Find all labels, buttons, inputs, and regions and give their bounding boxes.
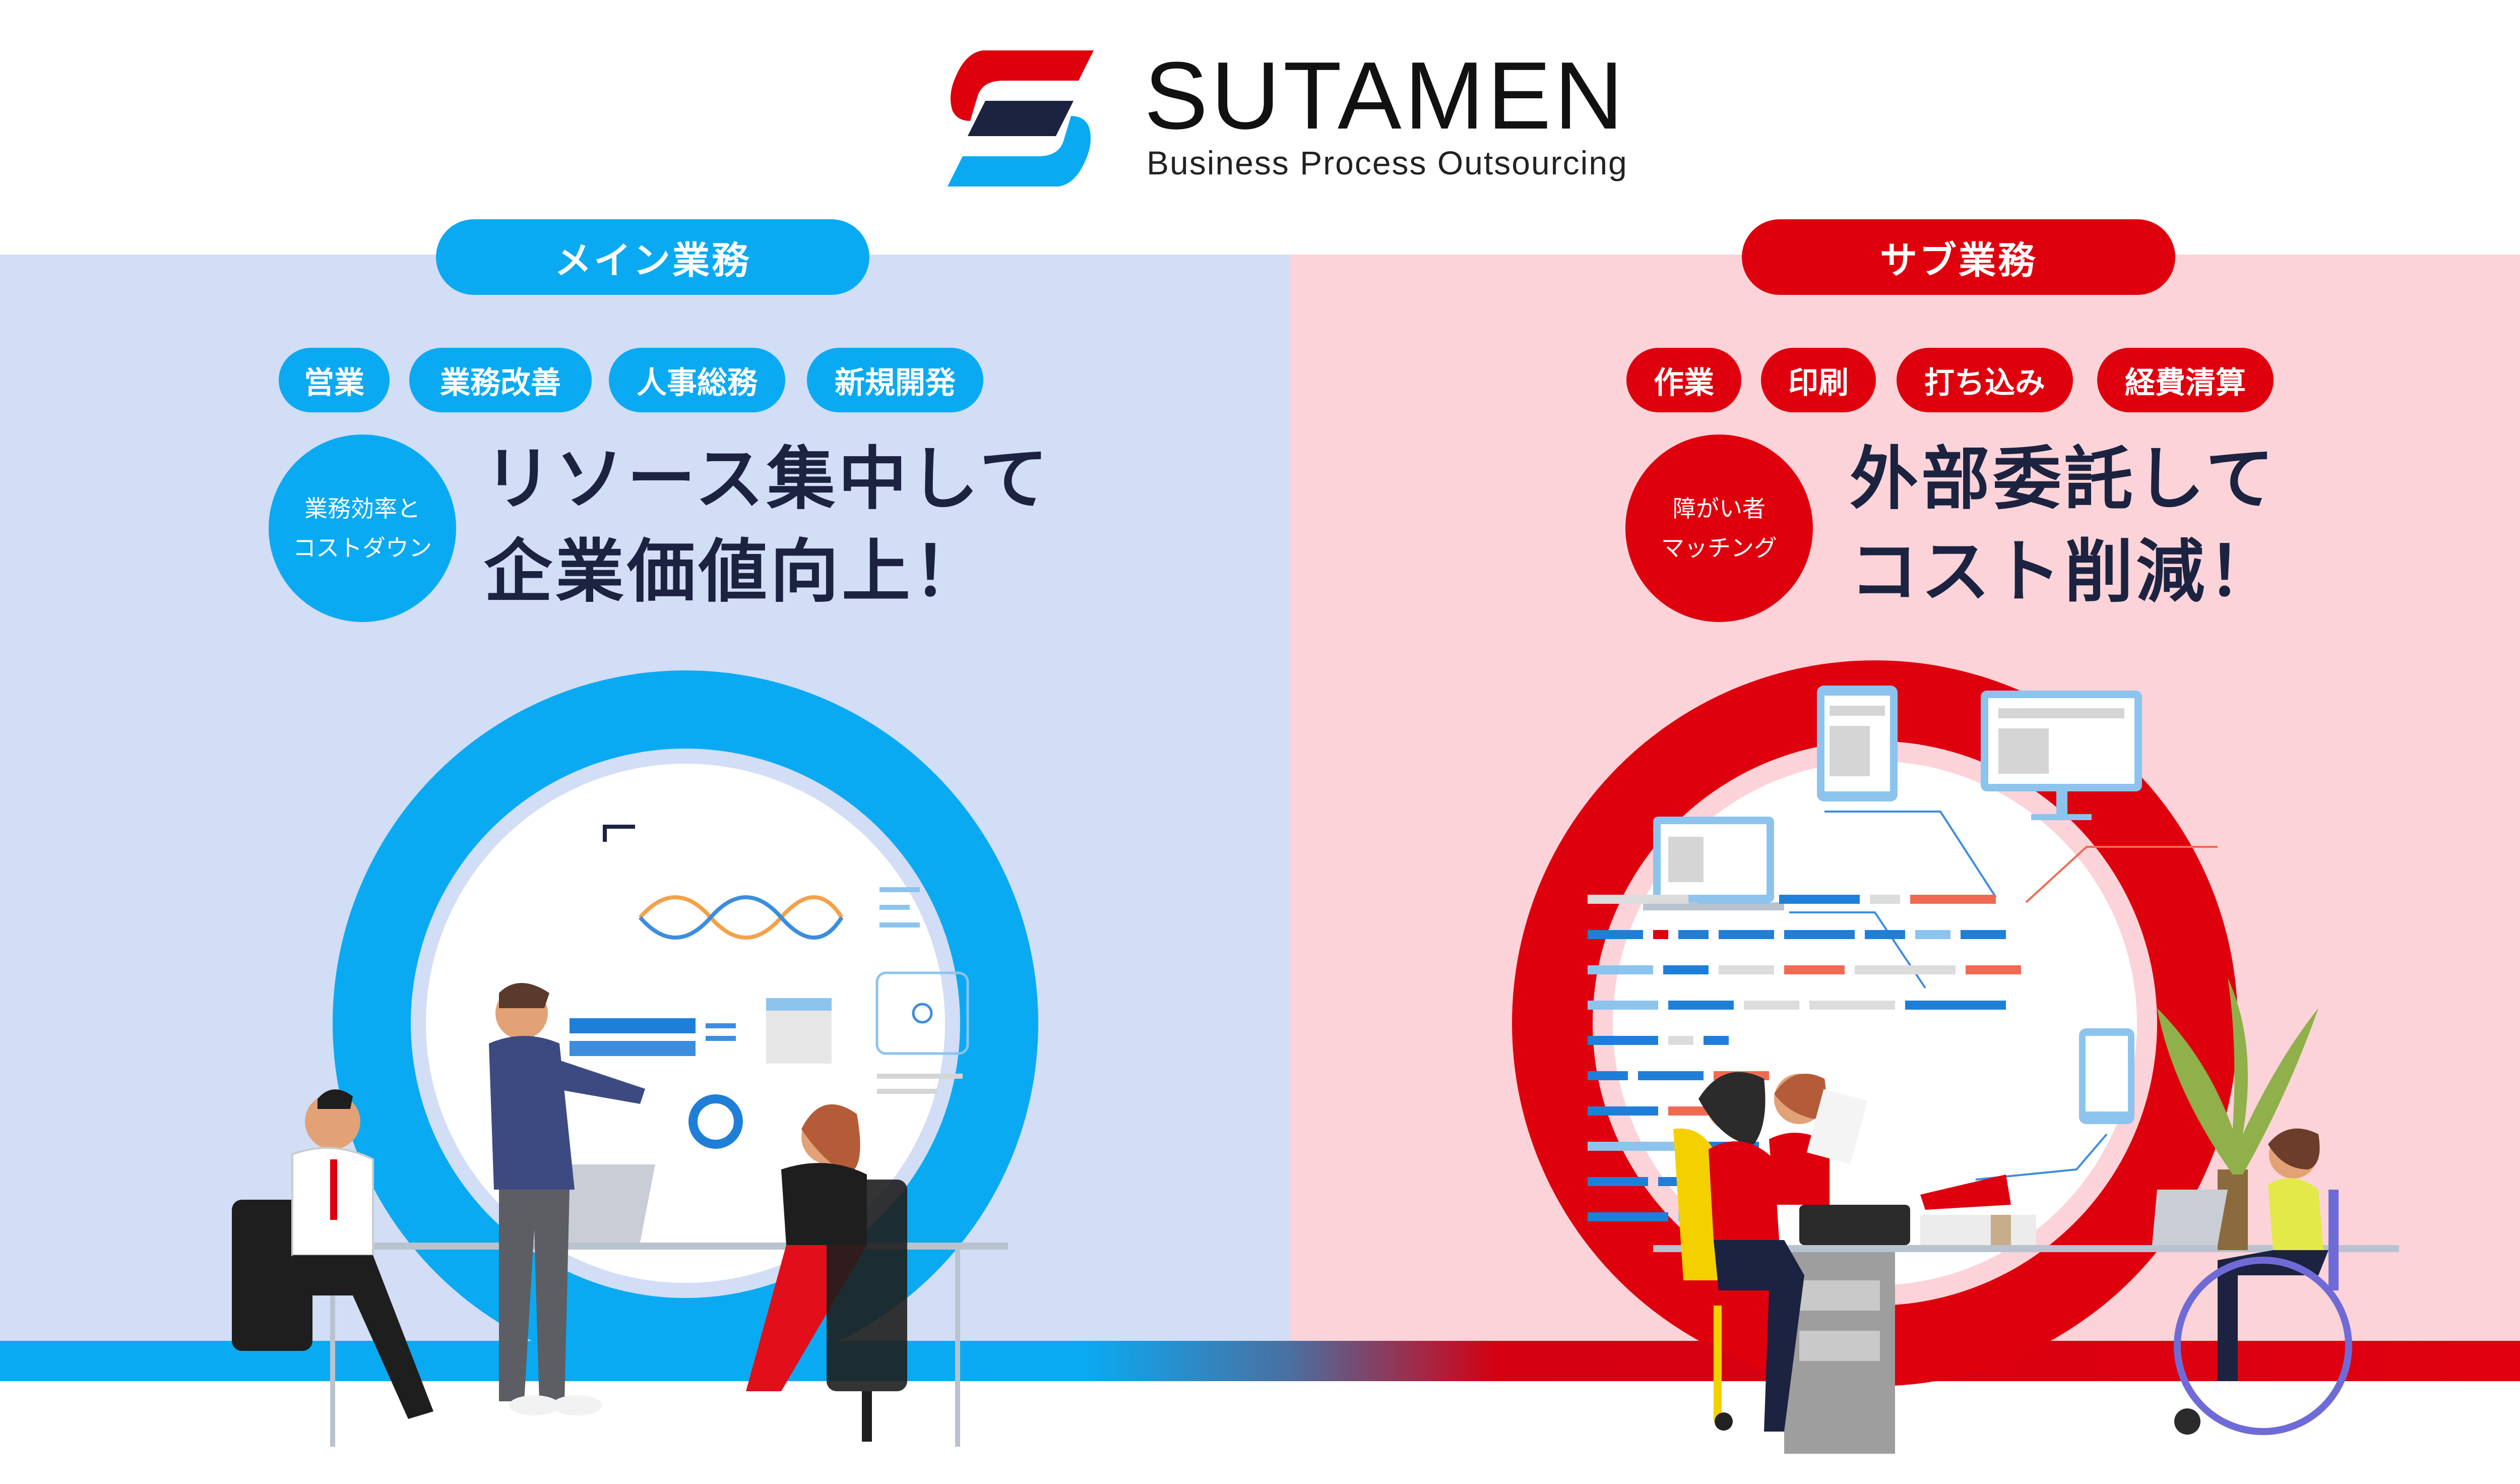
headline-line: コスト削減！: [1850, 532, 2279, 612]
brand-subtitle: Business Process Outsourcing: [1147, 144, 1628, 181]
tag-hr-general-affairs: 人事総務: [609, 348, 785, 412]
tag-business-improvement: 業務改善: [409, 348, 592, 412]
sutamen-logo-icon: [948, 50, 1094, 187]
headline-line: 企業価値向上！: [484, 532, 985, 612]
badge-line: コストダウン: [293, 534, 432, 562]
sub-work-title: サブ業務: [1742, 219, 2175, 295]
matching-badge: 障がい者 マッチング: [1625, 435, 1813, 622]
tag-new-development: 新規開発: [807, 348, 983, 412]
headline-line: リソース集中して: [484, 440, 1051, 519]
main-headline: リソース集中して 企業価値向上！: [484, 434, 1051, 619]
badge-line: マッチング: [1661, 534, 1777, 562]
badge-line: 障がい者: [1673, 494, 1766, 522]
badge-line: 業務効率と: [304, 494, 420, 522]
tag-printing: 印刷: [1761, 348, 1876, 412]
floor-band: [0, 1341, 2520, 1381]
sub-work-illustration: [1512, 660, 2399, 1454]
tag-sales: 営業: [279, 348, 390, 412]
brand-name: SUTAMEN: [1144, 42, 1626, 149]
tag-expense-settlement: 経費清算: [2097, 348, 2274, 412]
tag-work: 作業: [1626, 348, 1741, 412]
sub-headline: 外部委託して コスト削減！: [1850, 434, 2279, 619]
efficiency-badge: 業務効率と コストダウン: [269, 435, 456, 622]
main-work-title: メイン業務: [436, 219, 869, 295]
main-work-illustration: [232, 670, 1038, 1447]
headline-line: 外部委託して: [1850, 440, 2277, 519]
tag-data-entry: 打ち込み: [1897, 348, 2073, 412]
